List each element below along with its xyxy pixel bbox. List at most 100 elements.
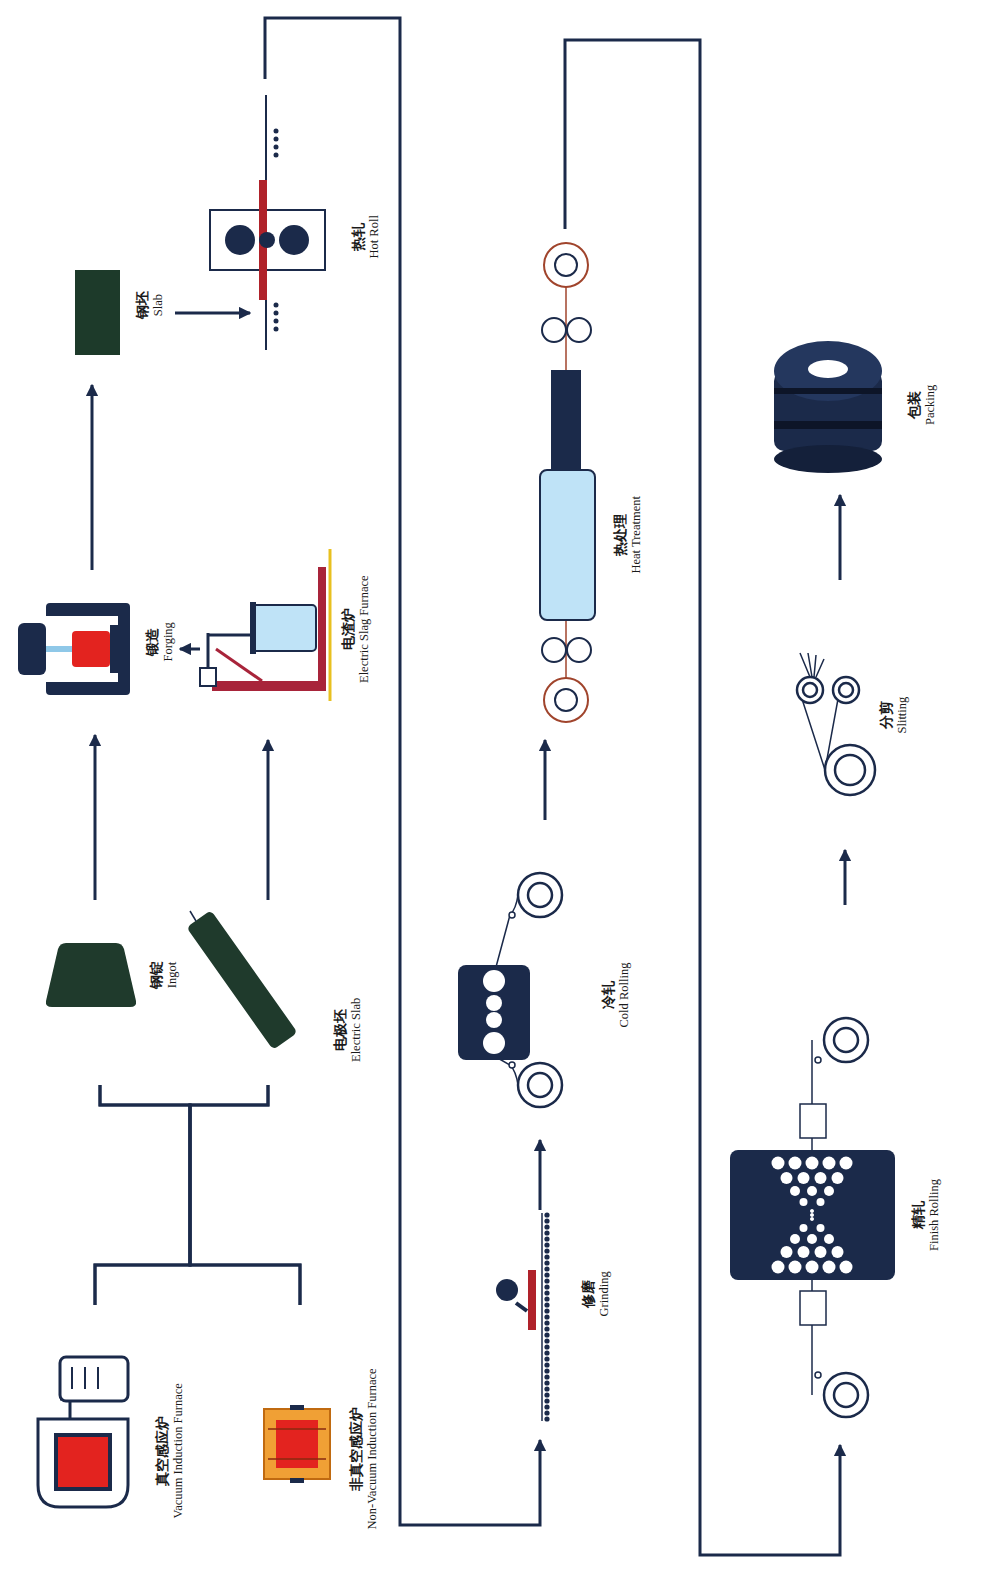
non-vacuum-furnace-icon-part — [290, 1478, 304, 1483]
flow-connector — [91, 385, 94, 570]
step-label: 冷轧Cold Rolling — [600, 963, 632, 1028]
slitting-icon-part — [803, 683, 817, 697]
vacuum-furnace-icon-part — [56, 1435, 110, 1489]
cold-rolling-icon-part — [518, 873, 562, 917]
roll-cluster-part — [790, 1186, 800, 1196]
roll-cluster-part — [824, 1186, 834, 1196]
hot-roll-icon-part — [274, 129, 279, 332]
flow-connector — [565, 40, 840, 1555]
roll-cluster-part — [832, 1246, 844, 1258]
cold-rolling-icon-part — [509, 1062, 515, 1068]
roll-cluster-part — [800, 1198, 808, 1206]
chinese-label: 电极坯 — [332, 998, 349, 1062]
english-label: Non-Vacuum Induction Furnace — [365, 1368, 380, 1529]
roll-cluster-part — [817, 1198, 825, 1206]
process-step: 冷轧Cold Rolling — [450, 820, 660, 1140]
step-label: 修磨Grinding — [580, 1271, 612, 1316]
roll-cluster-part — [806, 1157, 819, 1170]
chinese-label: 电渣炉 — [340, 575, 357, 683]
heat-treatment-icon-part-part — [542, 638, 566, 662]
packing-coil-icon — [774, 341, 882, 473]
forging-press-icon-part — [46, 646, 72, 652]
slitting-icon-part — [839, 683, 853, 697]
finish-rolling-icon-part-part — [800, 1104, 826, 1138]
electroslag-furnace-icon-part — [200, 668, 216, 686]
step-label: 非真空感应炉Non-Vacuum Induction Furnace — [348, 1368, 380, 1529]
cold-rolling-icon-part — [483, 1032, 505, 1054]
chinese-label: 分剪 — [878, 697, 895, 734]
step-label: 电渣炉Electric Slag Furnace — [340, 575, 372, 683]
electrode-slab-icon — [186, 910, 297, 1050]
finish-rolling-icon-part-part — [824, 1018, 868, 1062]
slab-icon-part — [75, 270, 120, 355]
flow-connector — [100, 1085, 300, 1305]
roller-bed-part — [544, 1266, 549, 1271]
english-label: Electric Slag Furnace — [357, 575, 372, 683]
roll-cluster-part — [772, 1261, 785, 1274]
english-label: Forging — [161, 622, 176, 661]
roller-bed-part — [544, 1212, 549, 1217]
roll-cluster-part — [840, 1157, 853, 1170]
finish-rolling-icon-part-part — [824, 1373, 868, 1417]
chinese-label: 钢坯 — [134, 291, 151, 319]
heat-treatment-icon-part — [540, 470, 595, 620]
roller-bed-part — [544, 1410, 549, 1415]
chinese-label: 热处理 — [612, 496, 629, 573]
roller-bed-part — [544, 1386, 549, 1391]
roller-bed-part — [544, 1302, 549, 1307]
english-label: Slitting — [895, 697, 910, 734]
flow-connector — [844, 850, 847, 905]
roller-bed-part — [544, 1368, 549, 1373]
process-step: 真空感应炉Vacuum Induction Furnace — [25, 1305, 198, 1564]
roller-bed-part — [544, 1242, 549, 1247]
roller-bed-part — [544, 1338, 549, 1343]
hot-roll-icon-part-part — [274, 145, 279, 150]
finish-rolling-icon-part-part — [815, 1057, 821, 1063]
cold-rolling-icon-part — [496, 895, 518, 967]
electrode-slab-icon-part — [190, 911, 196, 921]
forging-press-icon-part — [72, 631, 110, 667]
heat-treatment-icon-part — [555, 689, 577, 711]
roller-bed-part — [544, 1260, 549, 1265]
english-label: Heat Treatment — [629, 496, 644, 573]
roller-bed-part — [544, 1278, 549, 1283]
ingot-icon — [46, 943, 136, 1007]
roll-cluster-part — [798, 1172, 810, 1184]
hot-roll-icon-part-part — [274, 129, 279, 134]
roller-bed-part — [544, 1416, 549, 1421]
hot-roll-icon-part — [210, 210, 325, 270]
roll-cluster-part — [789, 1157, 802, 1170]
forging-press-icon-part — [110, 625, 118, 673]
packing-coil-icon-part — [808, 360, 848, 378]
flow-connector — [267, 740, 270, 900]
vacuum-furnace-icon-part — [97, 1367, 99, 1389]
electroslag-furnace-icon-part — [329, 549, 332, 701]
electroslag-furnace-icon-part — [208, 634, 252, 637]
finish-rolling-icon-part-part — [834, 1028, 858, 1052]
roller-bed-part — [544, 1272, 549, 1277]
cold-rolling-icon-part — [496, 1057, 518, 1085]
electroslag-furnace-icon-part — [252, 605, 316, 651]
english-label: Electric Slab — [349, 998, 364, 1062]
hot-roll-icon-part-part — [274, 327, 279, 332]
vacuum-furnace-icon-part — [84, 1367, 86, 1389]
roller-bed — [544, 1212, 549, 1421]
roll-cluster-part — [823, 1261, 836, 1274]
chinese-label: 热轧 — [350, 215, 367, 258]
electrode-slab-icon-part — [186, 910, 297, 1050]
process-step: 钢坯Slab — [60, 259, 175, 385]
roller-bed-part — [544, 1326, 549, 1331]
roll-cluster-part — [807, 1186, 817, 1196]
roll-cluster-part — [798, 1246, 810, 1258]
process-step: 非真空感应炉Non-Vacuum Induction Furnace — [255, 1305, 395, 1564]
forging-press-icon-part — [18, 623, 46, 675]
roll-cluster-part — [810, 1213, 814, 1217]
electroslag-furnace-icon — [200, 549, 330, 701]
roll-cluster-part — [810, 1209, 814, 1213]
packing-coil-icon-part — [774, 341, 882, 401]
packing-coil-icon-part — [774, 445, 882, 473]
roll-cluster-part — [810, 1217, 814, 1221]
